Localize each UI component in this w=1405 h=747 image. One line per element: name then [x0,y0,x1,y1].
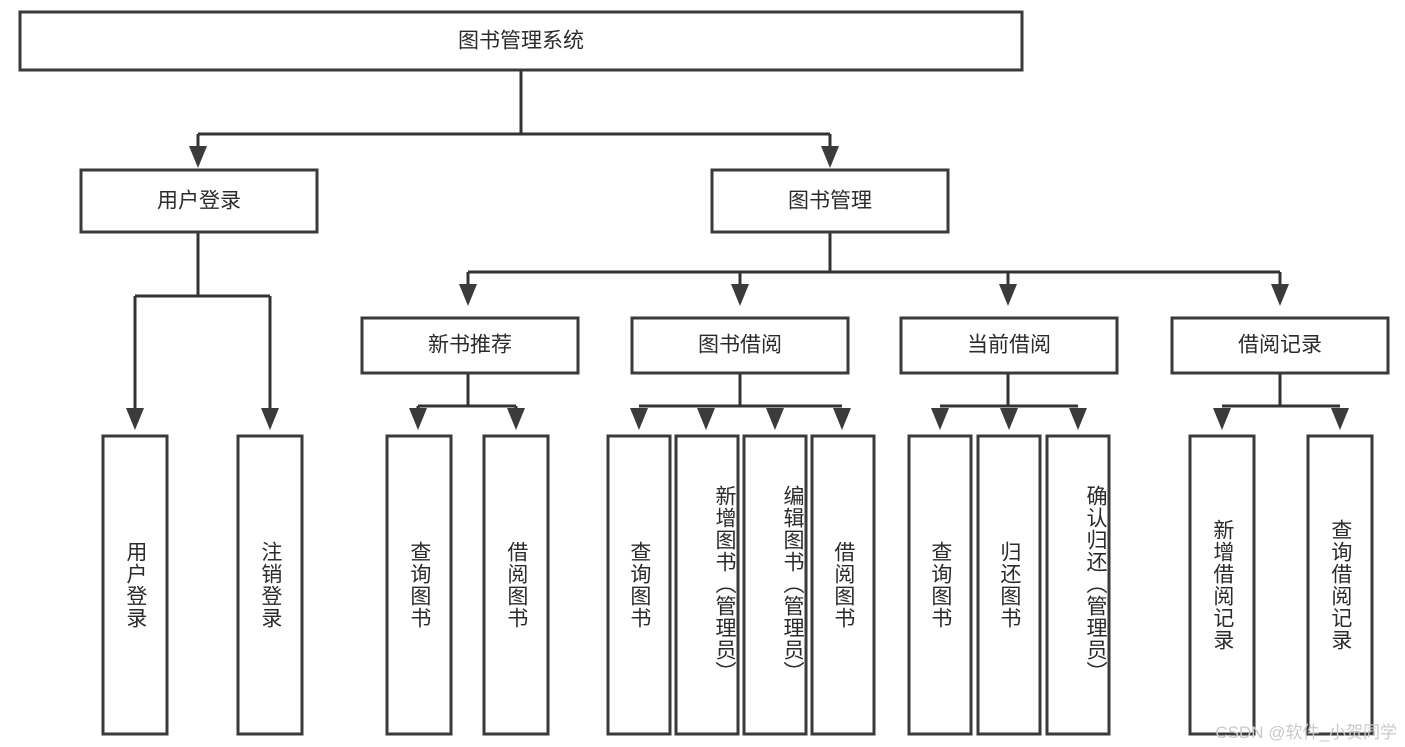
node-leaf-current-borrow-3[interactable]: 确认归还（管理员） [1045,434,1111,736]
node-leaf-box[interactable] [674,434,740,736]
connector-group-book-borrow [630,373,851,430]
node-leaf-new-book-2[interactable]: 借阅图书 [482,434,550,736]
node-leaf-label: 确认归还（管理员） [1084,485,1107,683]
node-leaf-borrow-record-2[interactable]: 查询借阅记录 [1306,434,1374,736]
node-leaf-box[interactable] [1045,434,1111,736]
node-leaf-box[interactable] [976,434,1042,736]
arrow-icon-book-borrow-leaf-4 [833,408,851,430]
arrow-icon-book-borrow-leaf-1 [630,408,648,430]
node-leaf-box[interactable] [1306,434,1374,736]
node-leaf-label: 用户登录 [123,541,147,629]
arrow-icon-borrow-record-leaf-1 [1213,408,1231,430]
arrow-icon-borrow-record-leaf-2 [1331,408,1349,430]
node-leaf-label: 借阅图书 [831,541,855,629]
node-user-login-label: 用户登录 [157,190,241,213]
node-leaf-label: 借阅图书 [504,541,528,629]
node-root[interactable]: 图书管理系统 [18,10,1024,72]
node-leaf-box[interactable] [385,434,453,736]
node-book-borrow-box[interactable] [630,316,850,375]
node-leaf-box[interactable] [810,434,876,736]
node-user-login-box[interactable] [79,168,319,234]
node-leaf-label: 归还图书 [997,541,1021,629]
node-leaf-label: 查询图书 [928,541,952,629]
connector-group-borrow-record [1213,373,1349,430]
node-leaf-box[interactable] [482,434,550,736]
node-borrow-record-label: 借阅记录 [1238,334,1322,357]
node-leaf-borrow-record-1[interactable]: 新增借阅记录 [1188,434,1256,736]
node-current-borrow-label: 当前借阅 [967,334,1051,357]
node-root-box[interactable] [18,10,1024,72]
node-book-borrow[interactable]: 图书借阅 [630,316,850,375]
connector-group-book-manage [459,232,1289,306]
arrow-icon-root-to-book-manage [821,146,839,168]
node-leaf-book-borrow-3[interactable]: 编辑图书（管理员） [742,434,808,736]
arrow-icon-current-borrow-leaf-2 [1000,408,1018,430]
connector-group-new-book-recommend [409,373,525,430]
node-leaf-box[interactable] [236,434,304,736]
node-leaf-box[interactable] [1188,434,1256,736]
node-leaf-box[interactable] [101,434,169,736]
node-book-manage[interactable]: 图书管理 [710,168,950,234]
arrow-icon-user-login-leaf-1 [126,408,144,430]
node-leaf-box[interactable] [742,434,808,736]
arrow-icon-new-book-leaf-1 [409,408,427,430]
node-root-label: 图书管理系统 [458,30,584,53]
connector-group-root [189,70,839,168]
node-leaf-box[interactable] [907,434,973,736]
node-leaf-box[interactable] [606,434,672,736]
node-leaf-label: 查询借阅记录 [1328,519,1352,651]
connector-group-current-borrow [931,373,1087,430]
node-leaf-new-book-1[interactable]: 查询图书 [385,434,453,736]
node-new-book-recommend-label: 新书推荐 [428,334,512,357]
arrow-icon-current-borrow-leaf-3 [1069,408,1087,430]
arrow-icon-book-manage-child-4 [1271,284,1289,306]
arrow-icon-book-borrow-leaf-2 [697,408,715,430]
node-leaf-label: 新增图书（管理员） [713,485,736,683]
node-leaf-book-borrow-4[interactable]: 借阅图书 [810,434,876,736]
node-leaf-current-borrow-1[interactable]: 查询图书 [907,434,973,736]
node-current-borrow[interactable]: 当前借阅 [899,316,1119,375]
arrow-icon-new-book-leaf-2 [507,408,525,430]
node-leaf-label: 查询图书 [627,541,651,629]
node-leaf-label: 编辑图书（管理员） [781,485,804,683]
node-new-book-recommend[interactable]: 新书推荐 [360,316,580,375]
node-leaf-book-borrow-1[interactable]: 查询图书 [606,434,672,736]
node-user-login[interactable]: 用户登录 [79,168,319,234]
node-leaf-book-borrow-2[interactable]: 新增图书（管理员） [674,434,740,736]
arrow-icon-root-to-user-login [189,146,207,168]
arrow-icon-book-borrow-leaf-3 [766,408,784,430]
node-leaf-current-borrow-2[interactable]: 归还图书 [976,434,1042,736]
node-book-manage-box[interactable] [710,168,950,234]
arrow-icon-book-manage-child-3 [999,284,1017,306]
arrow-icon-user-login-leaf-2 [261,408,279,430]
node-leaf-user-login-2[interactable]: 注销登录 [236,434,304,736]
arrow-icon-book-manage-child-1 [459,284,477,306]
node-current-borrow-box[interactable] [899,316,1119,375]
node-leaf-user-login-1[interactable]: 用户登录 [101,434,169,736]
node-borrow-record[interactable]: 借阅记录 [1170,316,1390,375]
node-leaf-label: 注销登录 [258,541,282,629]
arrow-icon-current-borrow-leaf-1 [931,408,949,430]
node-leaf-label: 查询图书 [407,541,431,629]
node-borrow-record-box[interactable] [1170,316,1390,375]
connector-group-user-login [126,232,279,430]
node-leaf-label: 新增借阅记录 [1210,519,1234,651]
node-book-manage-label: 图书管理 [788,190,872,213]
node-book-borrow-label: 图书借阅 [698,334,782,357]
arrow-icon-book-manage-child-2 [731,284,749,306]
node-new-book-recommend-box[interactable] [360,316,580,375]
